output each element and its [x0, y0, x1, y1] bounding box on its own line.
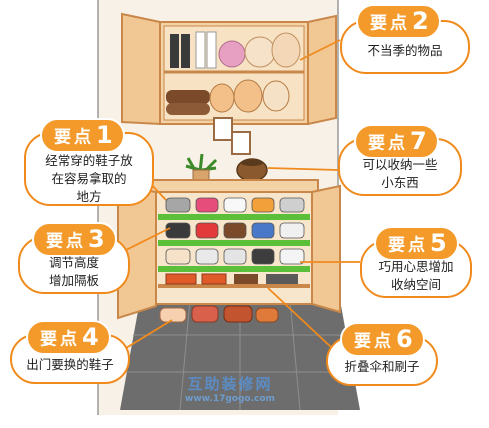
watermark-url: www.17gogo.com [185, 394, 275, 404]
leader-line-point6 [267, 287, 333, 349]
badge-number: 5 [430, 229, 447, 257]
callout-text: 出门要换的鞋子 [26, 357, 114, 372]
callout-point1: 要点1 经常穿的鞋子放 在容易拿取的 地方 [24, 118, 154, 206]
badge-title: 要点 [46, 231, 86, 252]
badge-number: 2 [412, 7, 429, 35]
badge-point2: 要点2 [356, 4, 441, 39]
badge-number: 3 [88, 225, 105, 253]
leader-line-point7 [267, 167, 339, 171]
badge-number: 7 [410, 127, 427, 155]
leader-line-point4 [125, 319, 173, 349]
badge-point7: 要点7 [354, 124, 439, 159]
callout-point6: 要点6 折叠伞和刷子 [326, 322, 438, 386]
badge-point4: 要点4 [26, 320, 111, 355]
badge-title: 要点 [354, 331, 394, 352]
callout-point5: 要点5 巧用心思增加 收纳空间 [360, 226, 472, 298]
picture-frames [213, 117, 251, 155]
badge-title: 要点 [388, 235, 428, 256]
watermark-name: 互助装修网 [187, 375, 273, 393]
badge-title: 要点 [370, 13, 410, 34]
badge-point3: 要点3 [32, 222, 117, 257]
badge-title: 要点 [368, 133, 408, 154]
callout-point3: 要点3 调节高度 增加隔板 [18, 222, 130, 294]
badge-point6: 要点6 [340, 322, 425, 357]
badge-title: 要点 [40, 329, 80, 350]
callout-text: 经常穿的鞋子放 [45, 153, 133, 168]
leader-line-point3 [125, 227, 171, 251]
callout-point2: 要点2 不当季的物品 [340, 4, 470, 74]
callout-text: 可以收纳一些 [362, 157, 438, 172]
small-basket [236, 158, 268, 182]
badge-number: 1 [96, 121, 113, 149]
callout-text: 在容易拿取的 [51, 171, 127, 186]
callout-text: 不当季的物品 [367, 43, 443, 58]
badge-point5: 要点5 [374, 226, 459, 261]
callout-text: 增加隔板 [48, 273, 99, 288]
callout-text: 折叠伞和刷子 [344, 359, 420, 374]
callout-text: 收纳空间 [390, 277, 441, 292]
watermark: 互助装修网 www.17gogo.com [180, 373, 280, 404]
badge-number: 4 [82, 323, 99, 351]
lower-cabinet [117, 179, 341, 323]
callout-point4: 要点4 出门要换的鞋子 [10, 320, 130, 384]
callout-text: 调节高度 [48, 255, 99, 270]
badge-point1: 要点1 [40, 118, 125, 153]
badge-number: 6 [396, 325, 413, 353]
callout-text: 巧用心思增加 [378, 259, 454, 274]
leader-line-point2 [299, 39, 341, 61]
upper-cabinet [121, 12, 337, 126]
callout-text: 小东西 [381, 175, 419, 190]
badge-title: 要点 [54, 127, 94, 148]
callout-text: 地方 [76, 189, 102, 204]
callout-point7: 要点7 可以收纳一些 小东西 [338, 124, 462, 196]
